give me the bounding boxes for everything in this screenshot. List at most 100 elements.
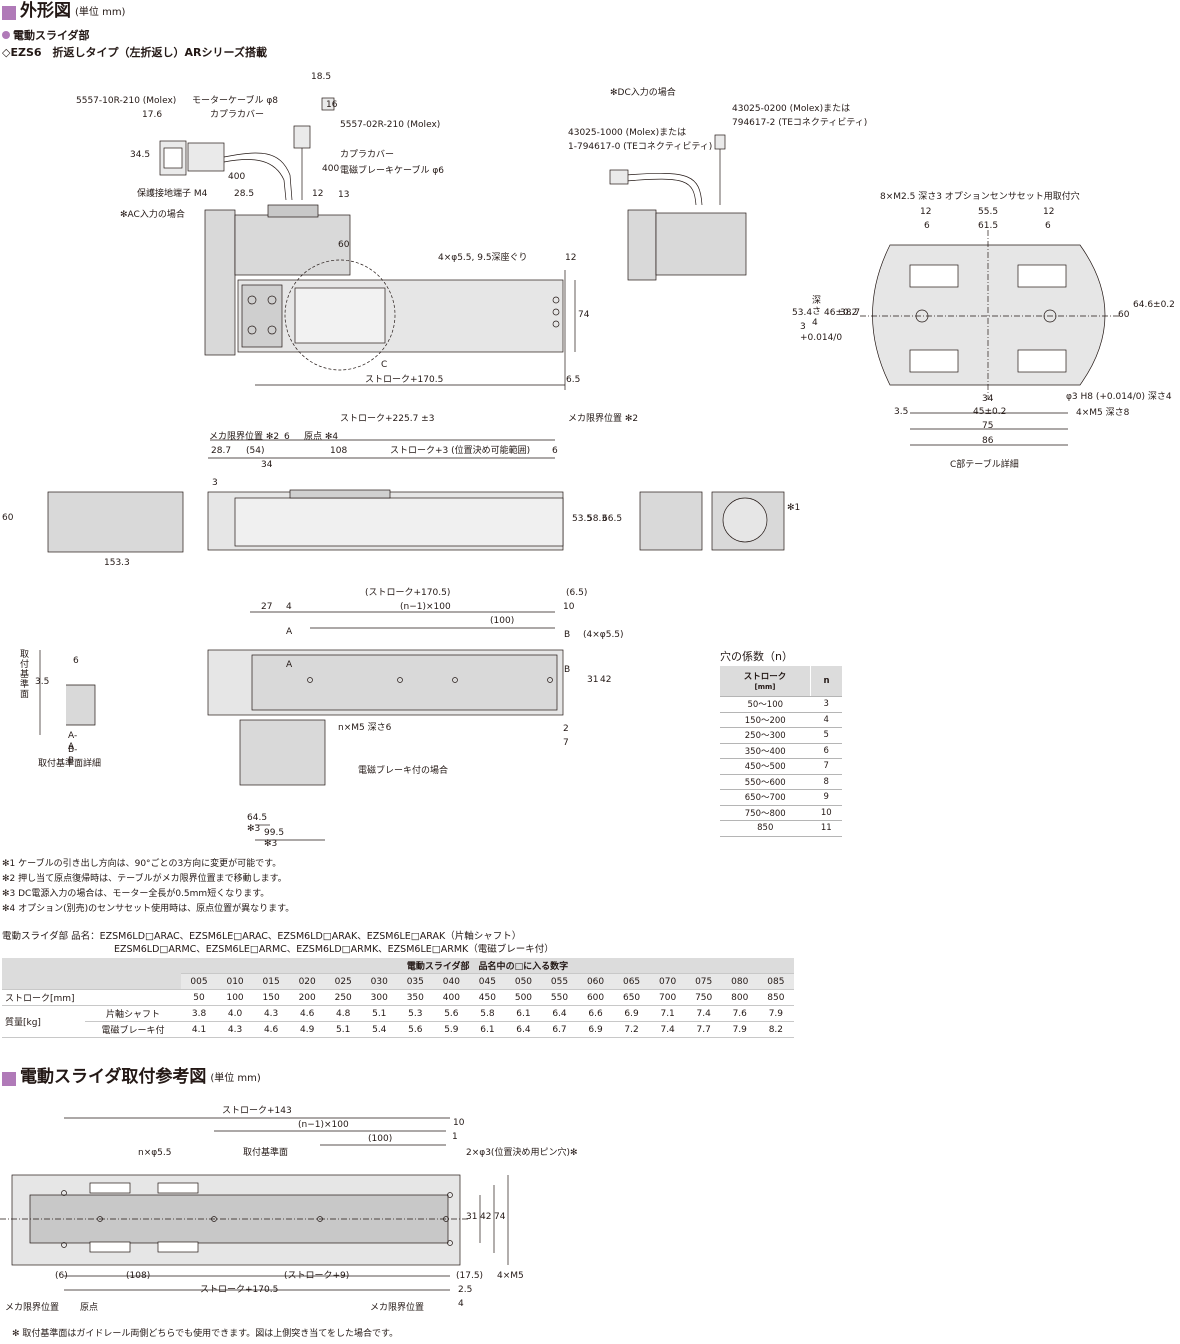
- stroke-cell: 250: [325, 989, 362, 1006]
- section-marker-icon: [2, 6, 16, 20]
- outline-unit: (単位 mm): [75, 7, 126, 18]
- single-row-label: 片軸シャフト: [85, 1005, 181, 1022]
- label-sensor-holes: 8×M2.5 深さ3 オプションセンサセット用取付穴: [880, 192, 1080, 202]
- label-dc-conn1b: 1-794617-0 (TEコネクティビティ): [568, 142, 713, 152]
- dim-b42: 42: [600, 675, 612, 685]
- brake-mass-cell: 7.4: [649, 1021, 686, 1038]
- dim-28-5: 28.5: [234, 189, 255, 199]
- mount-n1-100: (n−1)×100: [298, 1120, 349, 1130]
- dim-c3-5: 3.5: [894, 407, 909, 417]
- brake-mass-cell: 7.7: [685, 1021, 722, 1038]
- label-stroke-170-5: ストローク+170.5: [365, 375, 444, 385]
- label-brake-case: 電磁ブレーキ付の場合: [358, 766, 449, 776]
- holes-stroke-cell: 150〜200: [720, 712, 811, 728]
- mount-limit-1: メカ限界位置: [5, 1303, 60, 1313]
- label-pin-hole: φ3 H8 (+0.014/0) 深さ4: [1066, 392, 1172, 402]
- dim-12b: 12: [565, 253, 577, 263]
- dim-c34: 34: [982, 394, 994, 404]
- dim-c6a: 6: [924, 221, 930, 231]
- holes-n-cell: 8: [810, 774, 842, 790]
- bullet-icon: [2, 31, 10, 39]
- label-c-detail: C部テーブル詳細: [950, 460, 1019, 470]
- note-3: ✻3 DC電源入力の場合は、モーター全長が0.5mm短くなります。: [2, 889, 270, 899]
- mount-dim-10: 10: [453, 1118, 465, 1128]
- code-cell: 015: [253, 973, 290, 990]
- model-title: ◇EZS6 折返しタイプ（左折返し）ARシリーズ搭載: [2, 46, 267, 59]
- holes-n-cell: 5: [810, 727, 842, 744]
- code-cell: 035: [397, 973, 434, 990]
- brake-mass-cell: 4.3: [217, 1021, 254, 1038]
- dim-c61-5: 61.5: [978, 221, 999, 231]
- label-p100: (100): [490, 616, 515, 626]
- dim-b27: 27: [261, 602, 273, 612]
- mount-footnote: ✻ 取付基準面はガイドレール両側どちらでも使用できます。図は上側突き当てをした場…: [12, 1329, 399, 1339]
- dim-12a: 12: [312, 189, 324, 199]
- stroke-cell: 600: [577, 989, 614, 1006]
- holes-n-cell: 4: [810, 712, 842, 728]
- brake-mass-cell: 4.6: [253, 1021, 290, 1038]
- brake-mass-cell: 8.2: [757, 1021, 794, 1038]
- holes-stroke-cell: 750〜800: [720, 805, 811, 821]
- stroke-cell: 450: [469, 989, 506, 1006]
- outline-title: 外形図 (単位 mm): [2, 2, 125, 20]
- brake-mass-cell: 5.1: [325, 1021, 362, 1038]
- dim-c38-7: 38.7: [840, 308, 861, 318]
- single-mass-cell: 5.8: [469, 1005, 506, 1022]
- single-mass-cell: 6.1: [505, 1005, 542, 1022]
- dim-c3: 3 +0.014/0: [800, 322, 843, 343]
- stroke-row-label: ストローク[mm]: [2, 989, 181, 1006]
- label-motor-cable: モーターケーブル φ8: [192, 96, 278, 106]
- code-cell: 030: [361, 973, 398, 990]
- product-line-2: EZSM6LD□ARMC、EZSM6LE□ARMC、EZSM6LD□ARMK、E…: [114, 944, 554, 955]
- mount-dim-42: 42: [480, 1212, 492, 1222]
- dim-c6b: 6: [1045, 221, 1051, 231]
- section-marker-icon-2: [2, 1072, 16, 1086]
- single-mass-cell: 6.4: [541, 1005, 578, 1022]
- dim-b64-5: 64.5 ✻3: [247, 813, 268, 834]
- dim-s54: (54): [246, 446, 265, 456]
- stroke-cell: 850: [757, 989, 794, 1006]
- mount-title: 電動スライダ取付参考図 (単位 mm): [2, 1068, 261, 1086]
- single-mass-cell: 4.8: [325, 1005, 362, 1022]
- dim-16: 16: [326, 100, 338, 110]
- notes: ✻1 ケーブルの引き出し方向は、90°ごとの3方向に変更が可能です。 ✻2 押し…: [2, 857, 294, 917]
- holes-stroke-cell: 550〜600: [720, 774, 811, 790]
- label-mech-limit-a: メカ限界位置 ✻2: [209, 432, 280, 442]
- dim-b7: 7: [563, 738, 569, 748]
- mass-table-header: 電動スライダ部 品名中の□に入る数字: [181, 958, 794, 974]
- mount-ref: 取付基準面: [243, 1148, 289, 1158]
- dim-s60: 60: [2, 513, 14, 523]
- brake-mass-cell: 6.7: [541, 1021, 578, 1038]
- label-mark-b2: B: [564, 665, 571, 675]
- label-ref-surface: 取付基準面: [20, 650, 30, 700]
- mount-pins: 2×φ3(位置決め用ピン穴)✻: [466, 1148, 578, 1158]
- code-cell: 005: [181, 973, 218, 990]
- mass-row-label: 質量[kg]: [2, 1005, 85, 1038]
- dim-c12a: 12: [920, 207, 932, 217]
- label-stroke-225-7: ストローク+225.7 ±3: [340, 414, 435, 424]
- brake-mass-cell: 6.9: [577, 1021, 614, 1038]
- dim-74a: 74: [578, 310, 590, 320]
- dim-c46: 46±0.2: [824, 308, 858, 318]
- label-mark-b1: B: [564, 630, 571, 640]
- dim-s153-3: 153.3: [104, 558, 130, 568]
- stroke-cell: 100: [217, 989, 254, 1006]
- code-cell: 075: [685, 973, 722, 990]
- stroke-cell: 550: [541, 989, 578, 1006]
- label-mark-a2: A: [286, 660, 293, 670]
- dim-s34: 34: [261, 460, 273, 470]
- label-ref-detail: 取付基準面詳細: [38, 759, 102, 769]
- label-nm5: n×M5 深さ6: [338, 723, 392, 733]
- label-origin: 原点 ✻4: [304, 432, 339, 442]
- mount-limit-2: メカ限界位置: [370, 1303, 425, 1313]
- single-mass-cell: 7.6: [721, 1005, 758, 1022]
- single-mass-cell: 7.1: [649, 1005, 686, 1022]
- single-mass-cell: 4.0: [217, 1005, 254, 1022]
- label-stroke-170-5p: (ストローク+170.5): [365, 588, 451, 598]
